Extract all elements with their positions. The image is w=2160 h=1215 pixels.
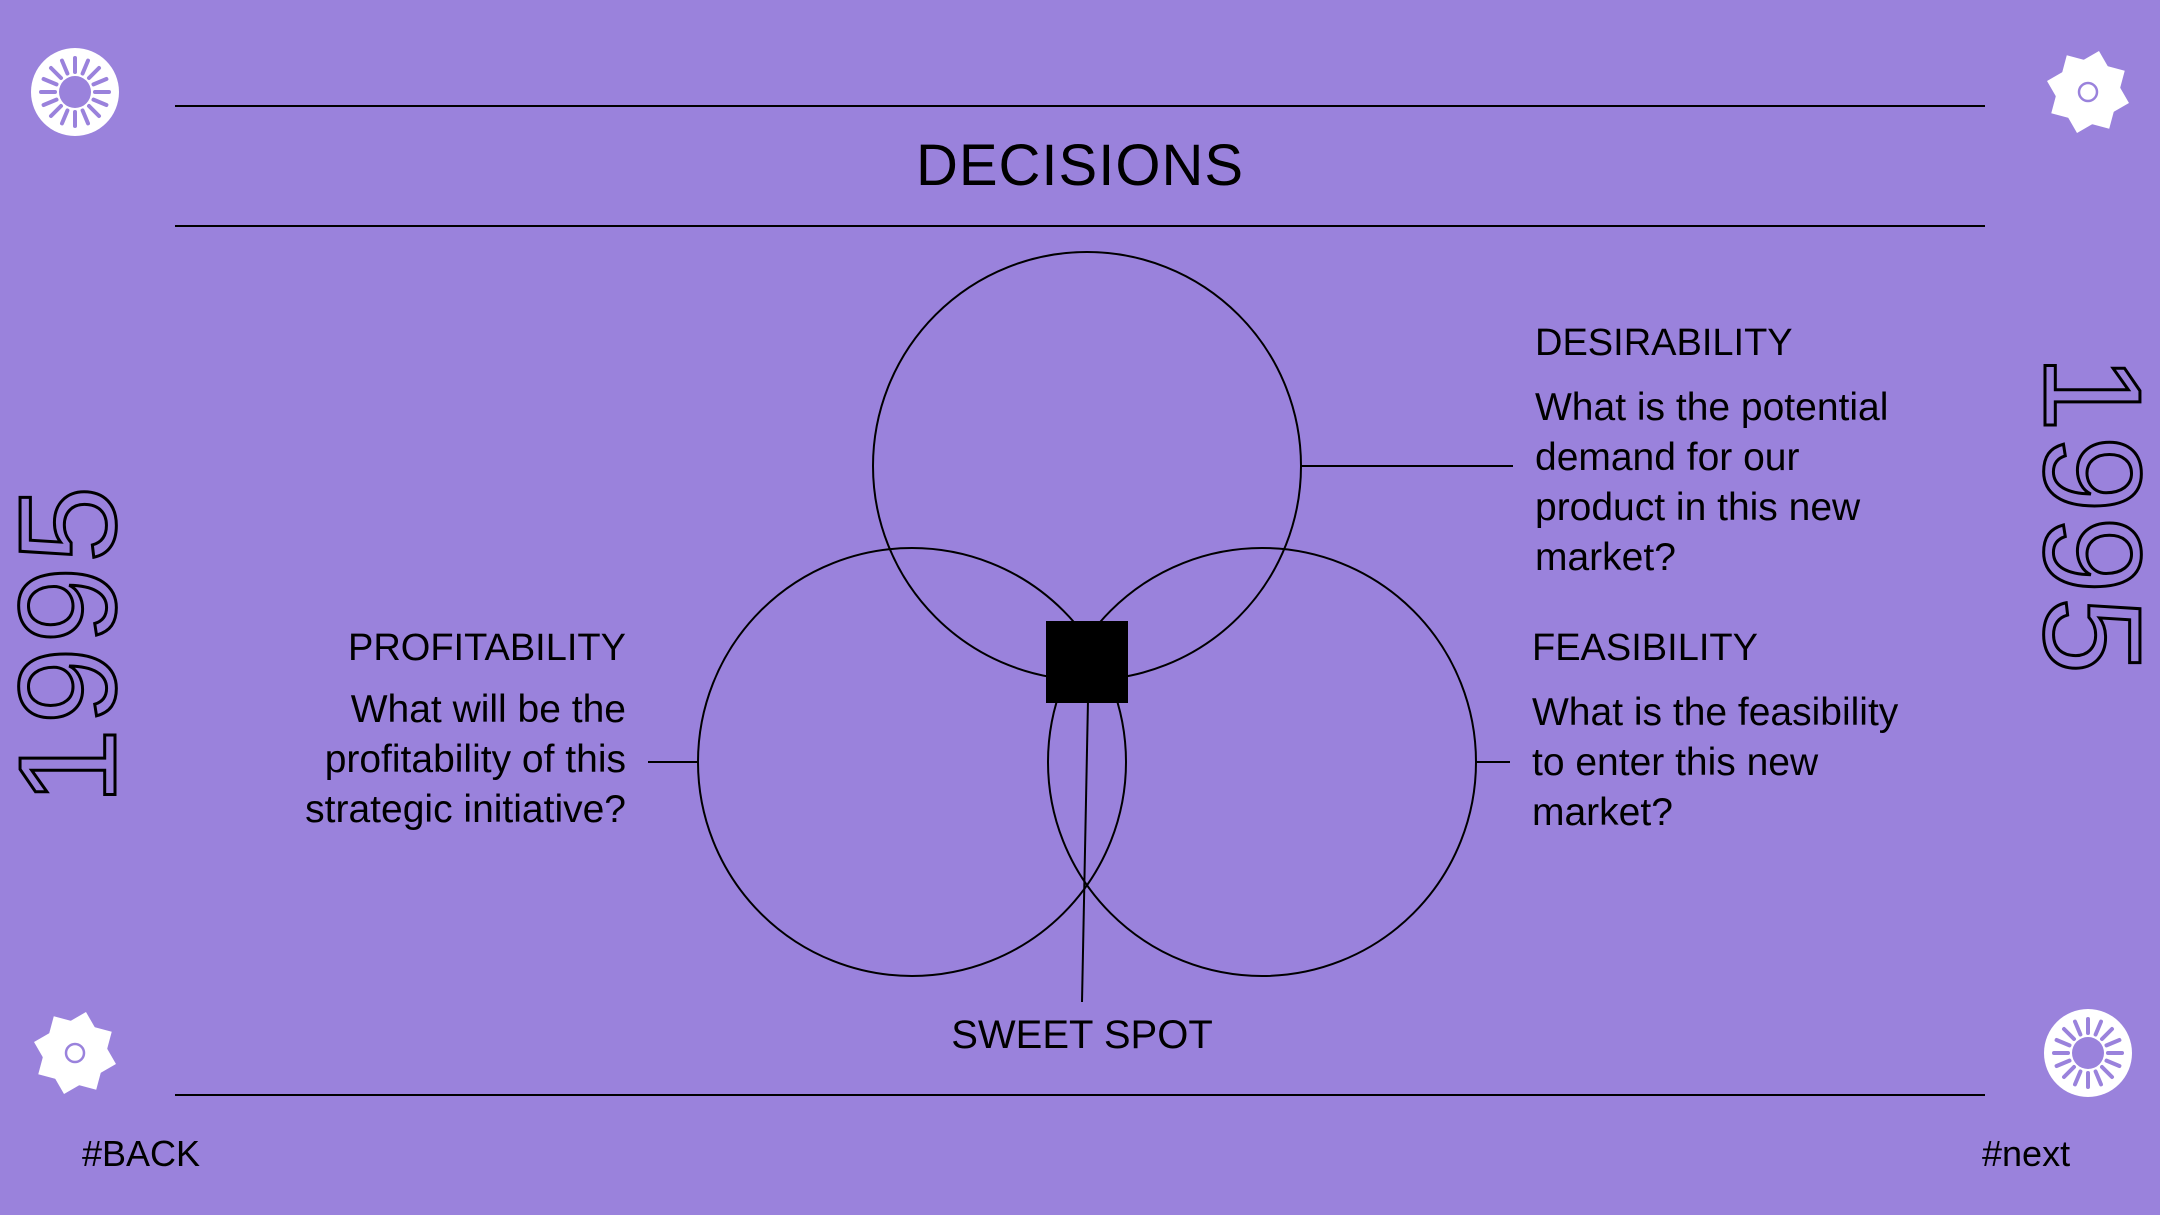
sunburst-ornament-icon	[2044, 1009, 2132, 1097]
profitability-description: What will be the profitability of this s…	[226, 685, 626, 835]
square-star-ornament-icon	[2047, 51, 2129, 133]
feasibility-line: What is the feasibility	[1532, 691, 1899, 734]
sunburst-ornament-icon	[31, 48, 119, 136]
desirability-line: market?	[1535, 536, 1676, 579]
side-year-right-text: 1995	[2030, 355, 2160, 678]
sweet-spot-marker	[1046, 621, 1128, 703]
feasibility-line: market?	[1532, 791, 1673, 834]
profitability-heading: PROFITABILITY	[347, 627, 626, 669]
sweet-spot-label: SWEET SPOT	[951, 1013, 1213, 1057]
desirability-line: demand for our	[1535, 436, 1800, 479]
top-rule	[175, 105, 1985, 107]
sweet-spot-connector	[1081, 699, 1089, 1003]
profitability-circle	[697, 547, 1127, 977]
desirability-description: What is the potential demand for our pro…	[1535, 383, 1888, 583]
side-year-right: 1995	[2030, 354, 2160, 680]
desirability-line: product in this new	[1535, 486, 1861, 529]
desirability-heading: DESIRABILITY	[1535, 322, 1793, 364]
feasibility-heading: FEASIBILITY	[1532, 627, 1758, 669]
profitability-line: profitability of this	[324, 738, 626, 781]
next-link[interactable]: #next	[1982, 1133, 2071, 1174]
feasibility-circle	[1047, 547, 1477, 977]
profitability-line: strategic initiative?	[305, 788, 626, 831]
title-rule	[175, 225, 1985, 227]
back-link[interactable]: #BACK	[82, 1133, 201, 1174]
feasibility-description: What is the feasibility to enter this ne…	[1532, 688, 1898, 838]
side-year-left: 1995	[0, 481, 130, 807]
square-star-ornament-icon	[34, 1012, 116, 1094]
bottom-rule	[175, 1094, 1985, 1096]
profitability-line: What will be the	[350, 688, 626, 731]
feasibility-line: to enter this new	[1532, 741, 1819, 784]
side-year-left-text: 1995	[0, 482, 130, 805]
desirability-line: What is the potential	[1535, 386, 1889, 429]
page-title: DECISIONS	[915, 133, 1245, 198]
desirability-circle	[872, 251, 1302, 681]
